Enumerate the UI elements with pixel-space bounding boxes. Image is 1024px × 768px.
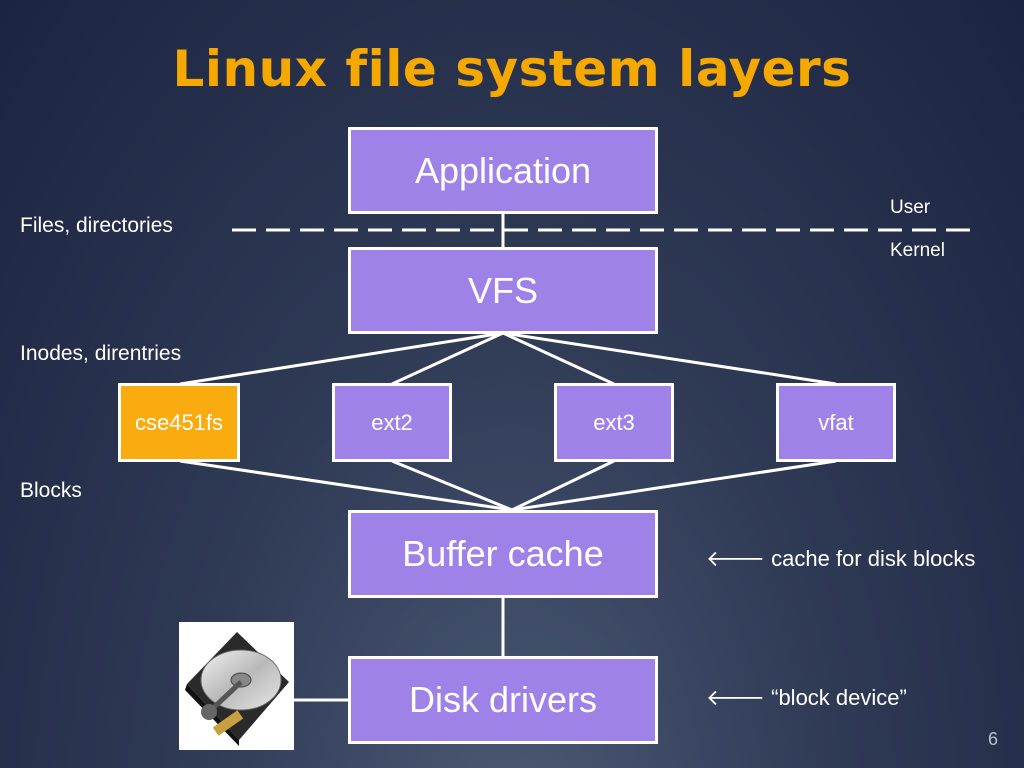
disk-drivers-note-text: “block device”: [771, 685, 907, 710]
left-arrow-icon: 🡐: [706, 685, 765, 710]
ext3-box: ext3: [554, 383, 674, 462]
page-number: 6: [987, 729, 998, 749]
left-arrow-icon: 🡐: [706, 546, 765, 571]
line-vfs-cse451fs: [179, 331, 504, 386]
user-label: User: [890, 197, 931, 218]
cse451fs-box: cse451fs: [118, 383, 240, 462]
vfs-box: VFS: [348, 247, 658, 334]
blocks-label: Blocks: [20, 479, 82, 502]
ext2-box: ext2: [332, 383, 452, 462]
line-ext2-buffer: [391, 459, 513, 512]
line-vfs-ext2: [391, 331, 504, 386]
buffer-cache-box: Buffer cache: [348, 510, 658, 598]
disk-drivers-note: 🡐 “block device”: [706, 685, 907, 711]
buffer-cache-note: 🡐 cache for disk blocks: [706, 546, 975, 572]
application-box: Application: [348, 127, 658, 214]
hard-disk-icon: [179, 622, 294, 750]
files-directories-label: Files, directories: [20, 214, 173, 237]
line-vfat-buffer: [511, 459, 837, 512]
line-ext3-buffer: [511, 459, 615, 512]
line-vfs-ext3: [502, 331, 615, 386]
kernel-label: Kernel: [890, 240, 945, 261]
disk-drivers-box: Disk drivers: [348, 656, 658, 744]
vfat-box: vfat: [776, 383, 896, 462]
line-cse451fs-buffer: [179, 459, 513, 512]
buffer-cache-note-text: cache for disk blocks: [771, 546, 976, 571]
inodes-direntries-label: Inodes, direntries: [20, 342, 182, 365]
slide-title: Linux file system layers: [172, 40, 852, 98]
line-vfs-vfat: [502, 331, 837, 386]
